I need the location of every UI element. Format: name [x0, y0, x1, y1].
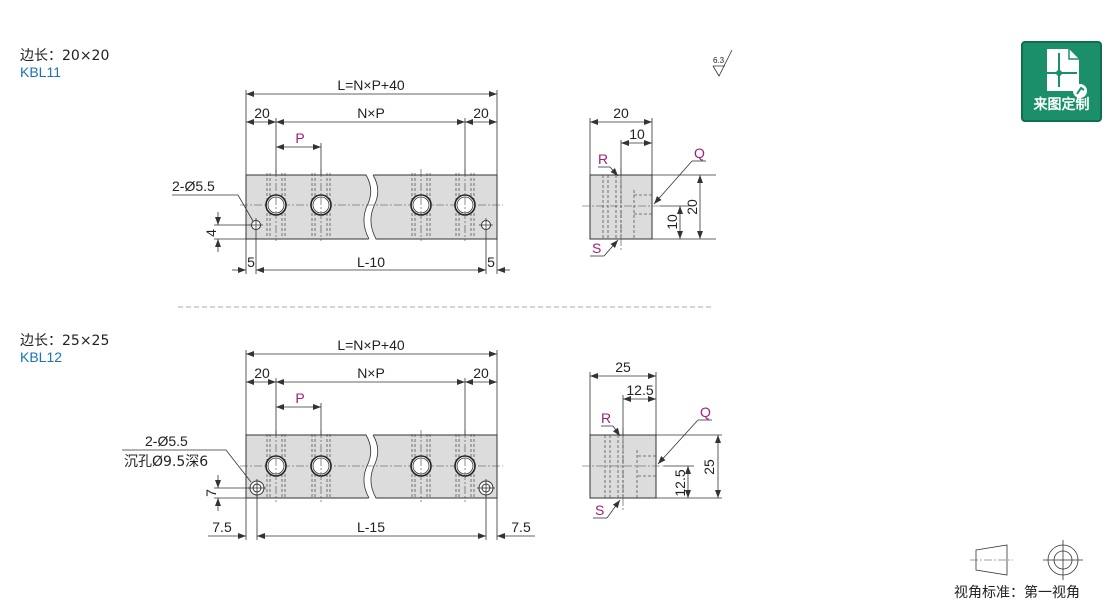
- svg-text:20: 20: [473, 365, 489, 381]
- svg-text:4: 4: [203, 229, 219, 237]
- svg-text:P: P: [295, 130, 304, 146]
- part-number[interactable]: KBL12: [20, 349, 62, 365]
- side-length-label: 边长：25×25: [20, 333, 109, 349]
- svg-text:7.5: 7.5: [212, 519, 232, 535]
- svg-text:7.5: 7.5: [511, 519, 531, 535]
- svg-text:20: 20: [613, 105, 629, 121]
- svg-text:N×P: N×P: [357, 365, 385, 381]
- surface-roughness-symbol: 6.3: [712, 49, 733, 77]
- svg-text:20: 20: [254, 105, 270, 121]
- port-r-label: R: [601, 410, 611, 426]
- svg-text:10: 10: [629, 126, 645, 142]
- part-number[interactable]: KBL11: [20, 64, 61, 80]
- custom-drawing-badge[interactable]: 来图定制: [1021, 41, 1102, 122]
- svg-text:L=N×P+40: L=N×P+40: [337, 77, 405, 93]
- first-angle-projection-symbol: 视角标准：第一视角: [954, 540, 1083, 601]
- view-kbl12: 边长：25×25 KBL12 L=N×P+40 20 N×P 20 P 2-Ø5…: [20, 333, 722, 540]
- svg-text:N×P: N×P: [357, 105, 385, 121]
- svg-text:10: 10: [664, 214, 680, 230]
- svg-text:20: 20: [473, 105, 489, 121]
- port-q-label: Q: [694, 145, 705, 161]
- svg-text:20: 20: [684, 199, 700, 215]
- port-s-label: S: [595, 502, 604, 518]
- svg-text:L-10: L-10: [357, 254, 385, 270]
- hole-note: 2-Ø5.5: [172, 178, 215, 194]
- svg-text:5: 5: [487, 254, 495, 270]
- svg-text:7: 7: [203, 489, 219, 497]
- counterbore-note: 沉孔Ø9.5深6: [124, 454, 208, 470]
- svg-text:L-15: L-15: [357, 519, 385, 535]
- svg-text:视角标准：第一视角: 视角标准：第一视角: [954, 584, 1080, 601]
- port-q-label: Q: [700, 404, 711, 420]
- svg-text:12.5: 12.5: [672, 469, 688, 496]
- svg-text:6.3: 6.3: [713, 56, 725, 65]
- svg-text:12.5: 12.5: [626, 382, 653, 398]
- side-length-label: 边长：20×20: [20, 48, 109, 64]
- port-r-label: R: [598, 151, 608, 167]
- svg-text:20: 20: [254, 365, 270, 381]
- svg-text:25: 25: [701, 459, 717, 475]
- port-s-label: S: [592, 240, 601, 256]
- svg-text:P: P: [295, 390, 304, 406]
- view-kbl11: 边长：20×20 KBL11 L=N×P+40 20 N×P 20 P 2-Ø5…: [20, 48, 716, 274]
- svg-text:L=N×P+40: L=N×P+40: [337, 337, 405, 353]
- hole-note: 2-Ø5.5: [145, 433, 188, 449]
- svg-text:5: 5: [247, 254, 255, 270]
- svg-text:25: 25: [615, 359, 631, 375]
- document-cross-icon: [1047, 49, 1087, 98]
